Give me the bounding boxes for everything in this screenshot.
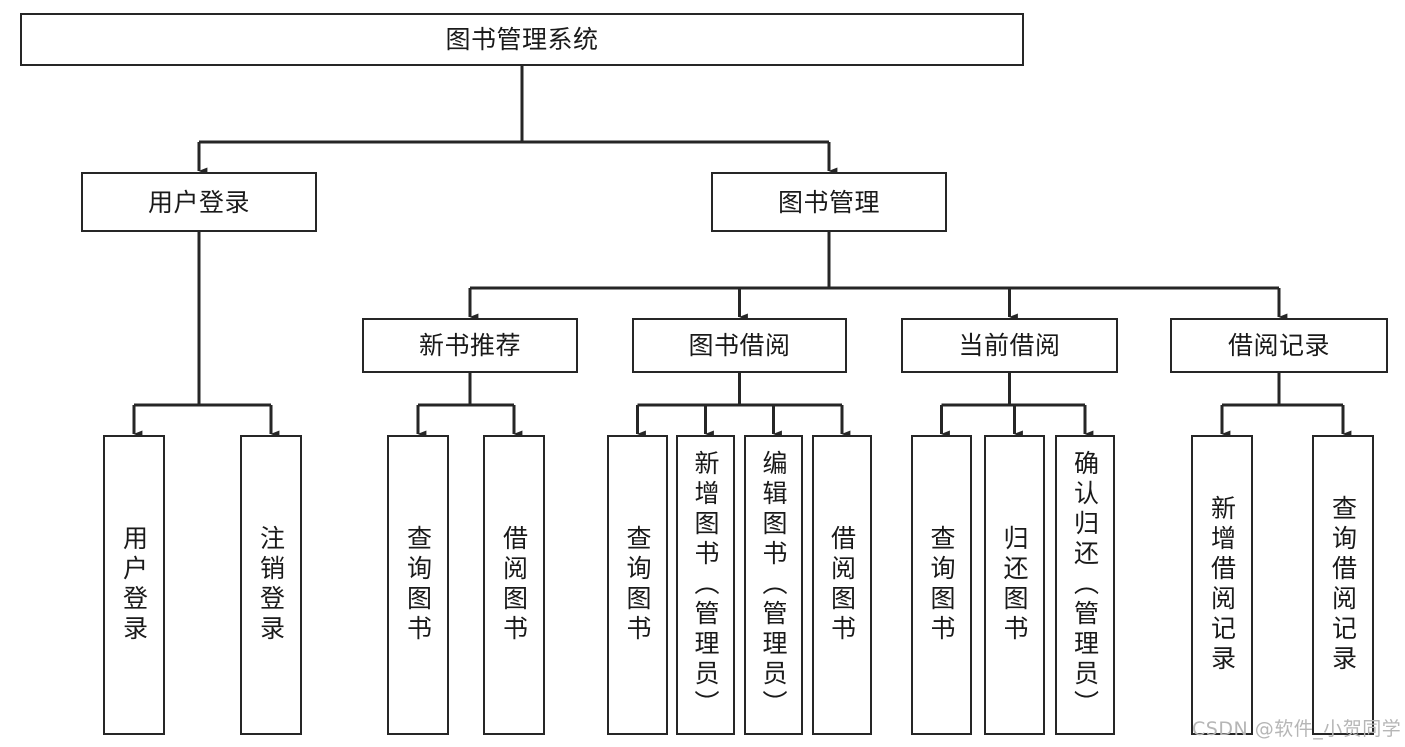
- node-current-borrow[interactable]: 当前借阅: [901, 318, 1118, 373]
- node-leaf-user-login[interactable]: 用户登录: [103, 435, 165, 735]
- node-label: 用户登录: [119, 525, 149, 645]
- node-root[interactable]: 图书管理系统: [20, 13, 1024, 66]
- node-label: 新增图书（管理员）: [691, 450, 720, 720]
- node-leaf-query-book-2[interactable]: 查询图书: [607, 435, 668, 735]
- node-leaf-borrow-book-2[interactable]: 借阅图书: [812, 435, 872, 735]
- node-leaf-query-book-1[interactable]: 查询图书: [387, 435, 449, 735]
- node-label: 当前借阅: [958, 331, 1061, 360]
- node-leaf-return-book[interactable]: 归还图书: [984, 435, 1045, 735]
- node-book-borrow[interactable]: 图书借阅: [632, 318, 847, 373]
- node-new-book-rec[interactable]: 新书推荐: [362, 318, 578, 373]
- node-label: 图书借阅: [688, 331, 791, 360]
- node-label: 查询借阅记录: [1328, 495, 1358, 675]
- node-label: 编辑图书（管理员）: [759, 450, 788, 720]
- node-label: 查询图书: [623, 525, 652, 645]
- node-label: 新增借阅记录: [1207, 495, 1237, 675]
- node-borrow-record[interactable]: 借阅记录: [1170, 318, 1388, 373]
- node-label: 图书管理系统: [445, 25, 599, 54]
- node-leaf-query-record[interactable]: 查询借阅记录: [1312, 435, 1374, 735]
- node-leaf-add-record[interactable]: 新增借阅记录: [1191, 435, 1253, 735]
- node-leaf-logout[interactable]: 注销登录: [240, 435, 302, 735]
- node-label: 图书管理: [777, 187, 880, 217]
- node-label: 借阅图书: [827, 525, 857, 645]
- node-label: 查询图书: [403, 525, 433, 645]
- node-label: 归还图书: [1000, 525, 1029, 645]
- node-label: 确认归还（管理员）: [1070, 450, 1100, 720]
- node-label: 新书推荐: [418, 331, 521, 360]
- node-leaf-query-book-3[interactable]: 查询图书: [911, 435, 972, 735]
- node-label: 借阅图书: [499, 525, 529, 645]
- node-label: 用户登录: [147, 187, 250, 217]
- node-leaf-edit-book[interactable]: 编辑图书（管理员）: [744, 435, 803, 735]
- node-label: 查询图书: [927, 525, 956, 645]
- node-leaf-confirm-return[interactable]: 确认归还（管理员）: [1055, 435, 1115, 735]
- node-leaf-borrow-book-1[interactable]: 借阅图书: [483, 435, 545, 735]
- node-leaf-add-book[interactable]: 新增图书（管理员）: [676, 435, 735, 735]
- node-book-manage[interactable]: 图书管理: [711, 172, 947, 232]
- csdn-watermark: CSDN @软件_小贺同学: [1192, 718, 1402, 740]
- node-label: 注销登录: [256, 525, 286, 645]
- node-label: 借阅记录: [1227, 331, 1330, 360]
- node-user-login[interactable]: 用户登录: [81, 172, 317, 232]
